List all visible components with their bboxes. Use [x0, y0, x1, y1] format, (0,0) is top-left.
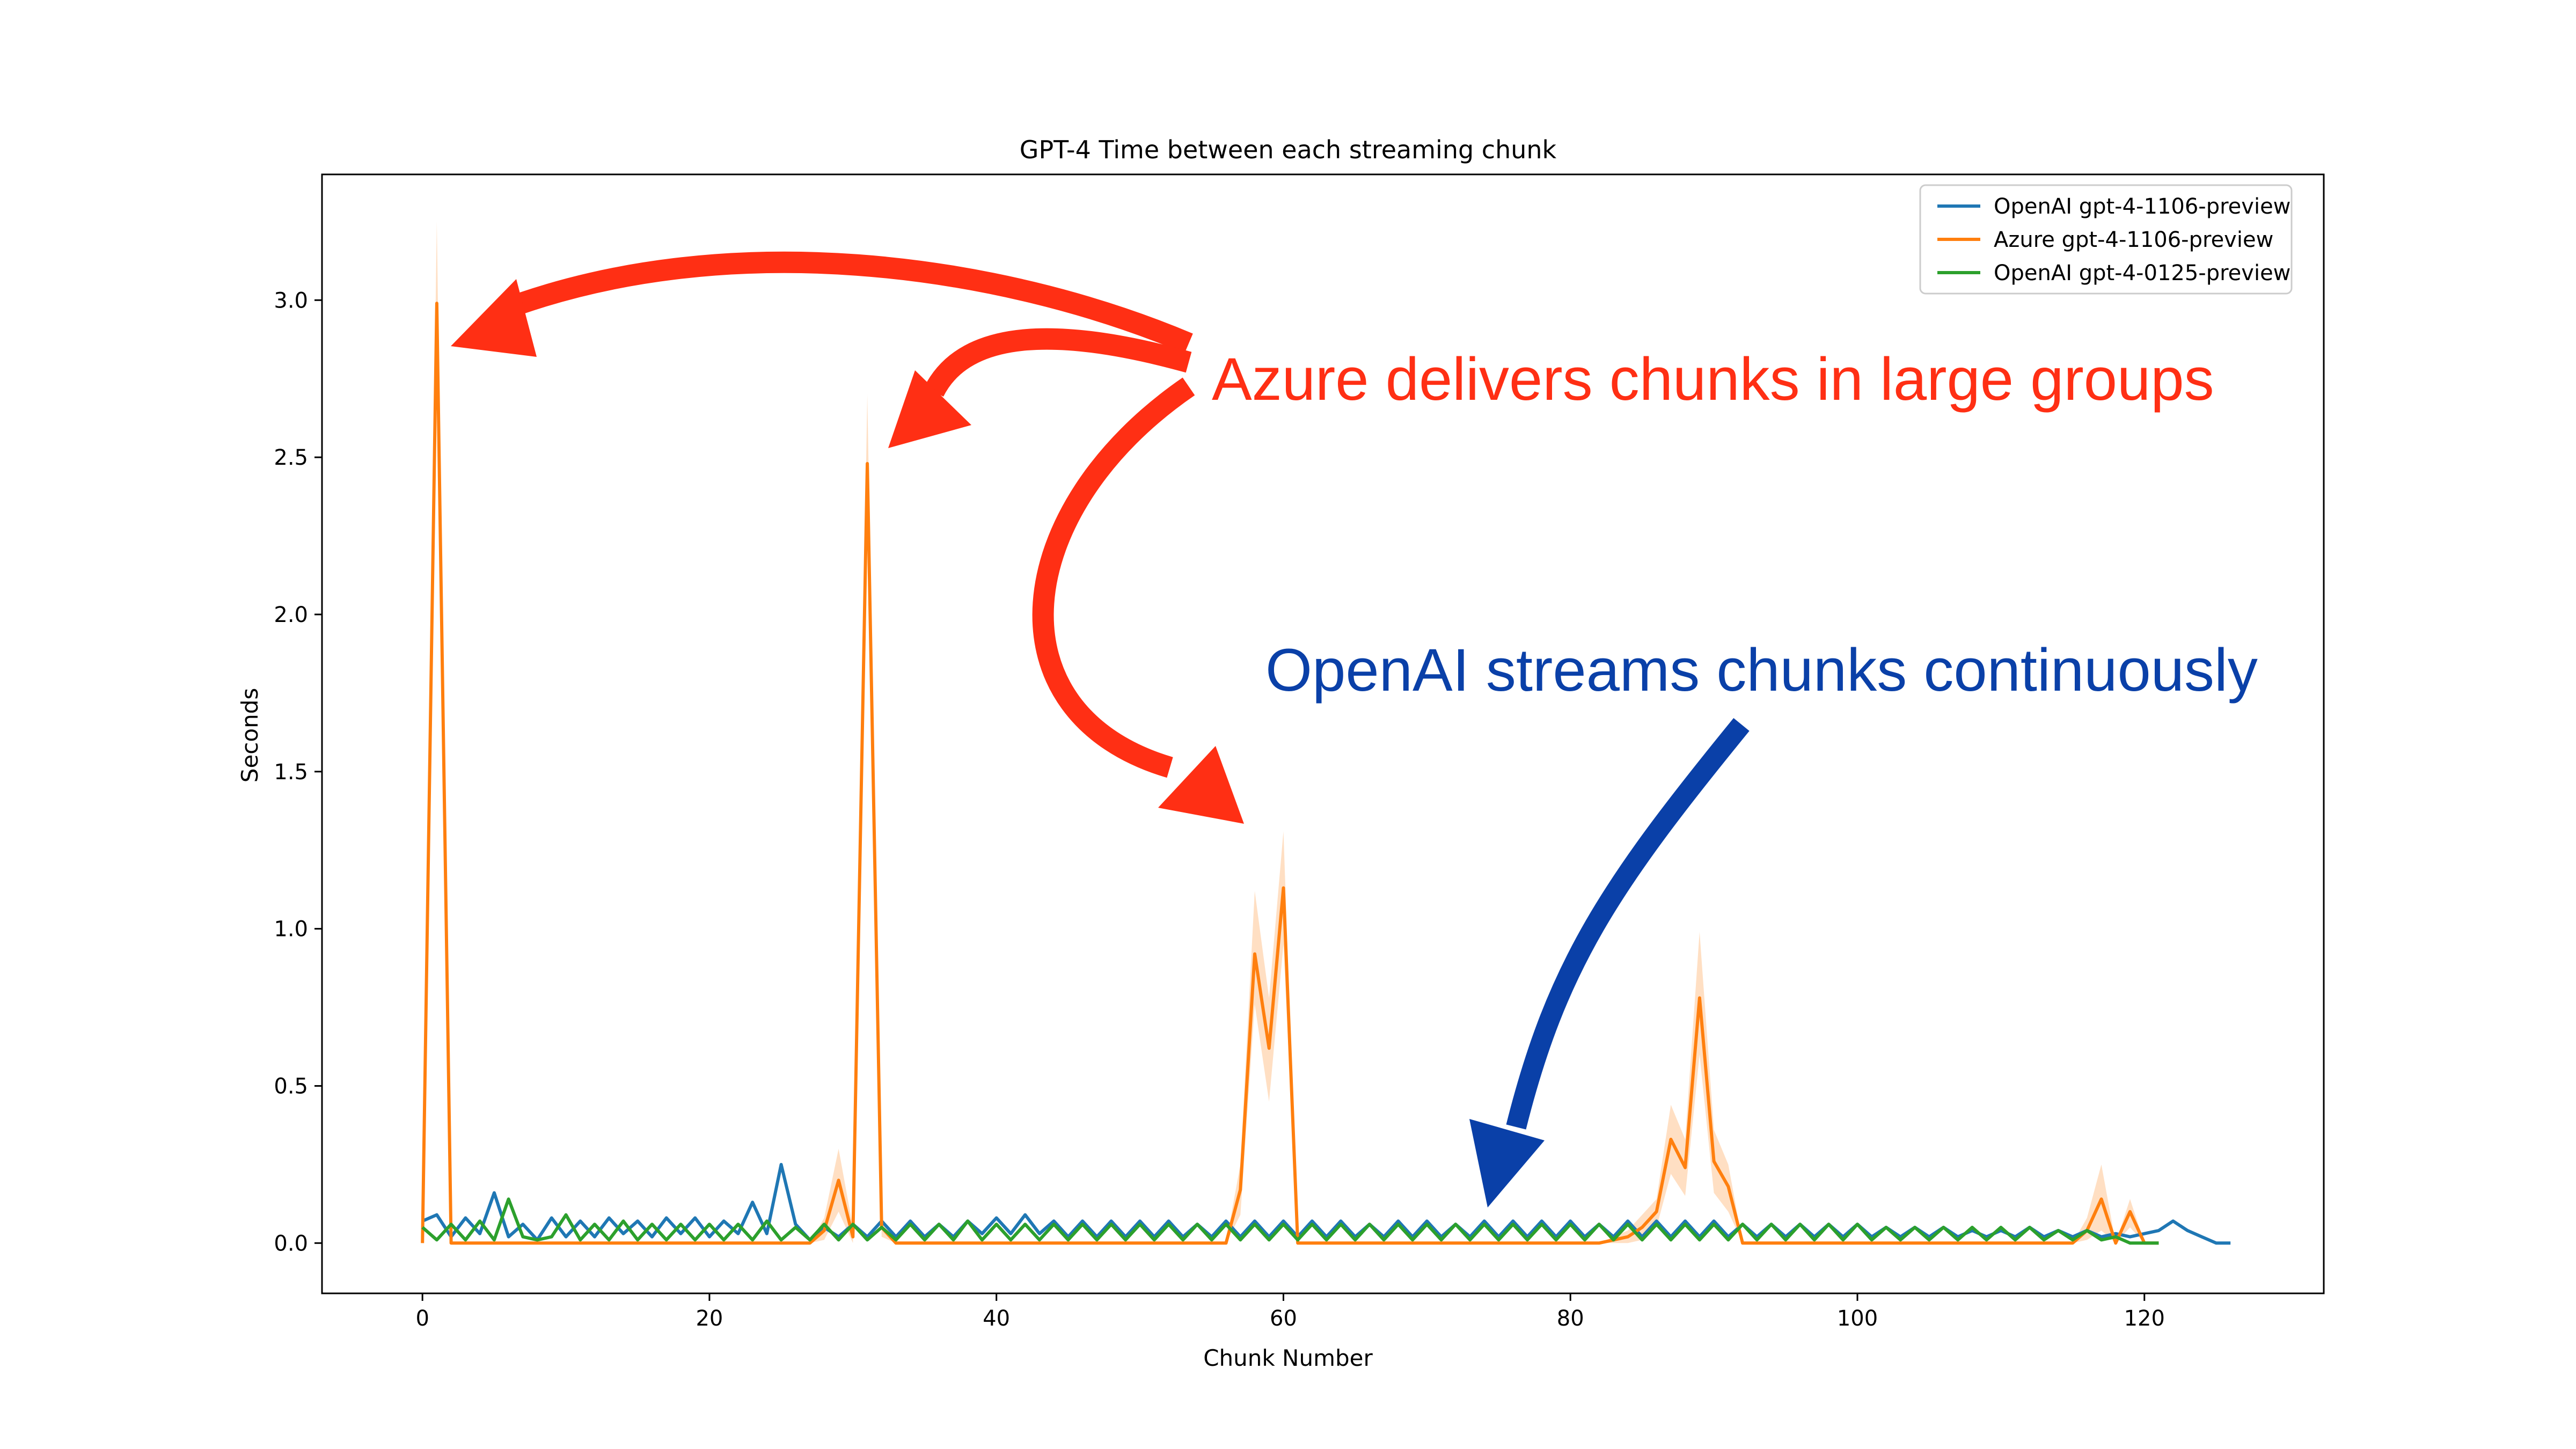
y-tick-label: 3.0: [274, 288, 308, 313]
legend-label-azure-1106: Azure gpt-4-1106-preview: [1994, 228, 2273, 252]
plot-frame: [321, 173, 2325, 1294]
y-axis-label: Seconds: [237, 688, 263, 782]
azure-arrowhead-third-spike: [1158, 746, 1244, 824]
x-tick-label: 80: [1557, 1306, 1584, 1331]
azure-arrowhead-first-spike: [451, 279, 537, 357]
azure-arrow-to-second-spike: [924, 328, 1192, 397]
azure-annotation: Azure delivers chunks in large groups: [1212, 346, 2214, 413]
azure-arrow-to-first-spike: [495, 251, 1193, 354]
legend-label-openai-1106: OpenAI gpt-4-1106-preview: [1994, 194, 2290, 219]
y-tick-label: 2.0: [274, 603, 308, 627]
series-0-line: [421, 1162, 2231, 1245]
plot-area: 0 20 40 60 80 100 120 0.0 0.5 1.0 1.5 2.0 2.5 3.0: [274, 173, 2325, 1331]
y-tick-label: 1.0: [274, 917, 308, 942]
series-1-line: [421, 302, 2159, 1245]
y-tick-label: 2.5: [274, 445, 308, 470]
x-axis-label: Chunk Number: [1203, 1345, 1373, 1371]
y-tick-label: 0.0: [274, 1231, 308, 1256]
x-tick-label: 40: [983, 1306, 1010, 1331]
openai-arrowhead: [1469, 1119, 1545, 1208]
x-tick-label: 0: [415, 1306, 429, 1331]
azure-arrowhead-second-spike: [888, 370, 971, 448]
openai-annotation: OpenAI streams chunks continuously: [1265, 636, 2258, 704]
openai-arrow: [1506, 718, 1750, 1130]
azure-arrow-to-third-spike: [1032, 377, 1195, 778]
x-tick-label: 60: [1270, 1306, 1297, 1331]
y-tick-label: 0.5: [274, 1074, 308, 1099]
legend-frame: [1919, 184, 2293, 295]
legend-label-openai-0125: OpenAI gpt-4-0125-preview: [1994, 261, 2290, 286]
x-tick-label: 100: [1837, 1306, 1878, 1331]
x-tick-label: 120: [2124, 1306, 2165, 1331]
legend: OpenAI gpt-4-1106-preview Azure gpt-4-11…: [1919, 184, 2293, 295]
series-2-line: [421, 1197, 2159, 1245]
x-tick-label: 20: [696, 1306, 723, 1331]
y-tick-label: 1.5: [274, 760, 308, 785]
chart-title: GPT-4 Time between each streaming chunk: [1020, 135, 1557, 164]
